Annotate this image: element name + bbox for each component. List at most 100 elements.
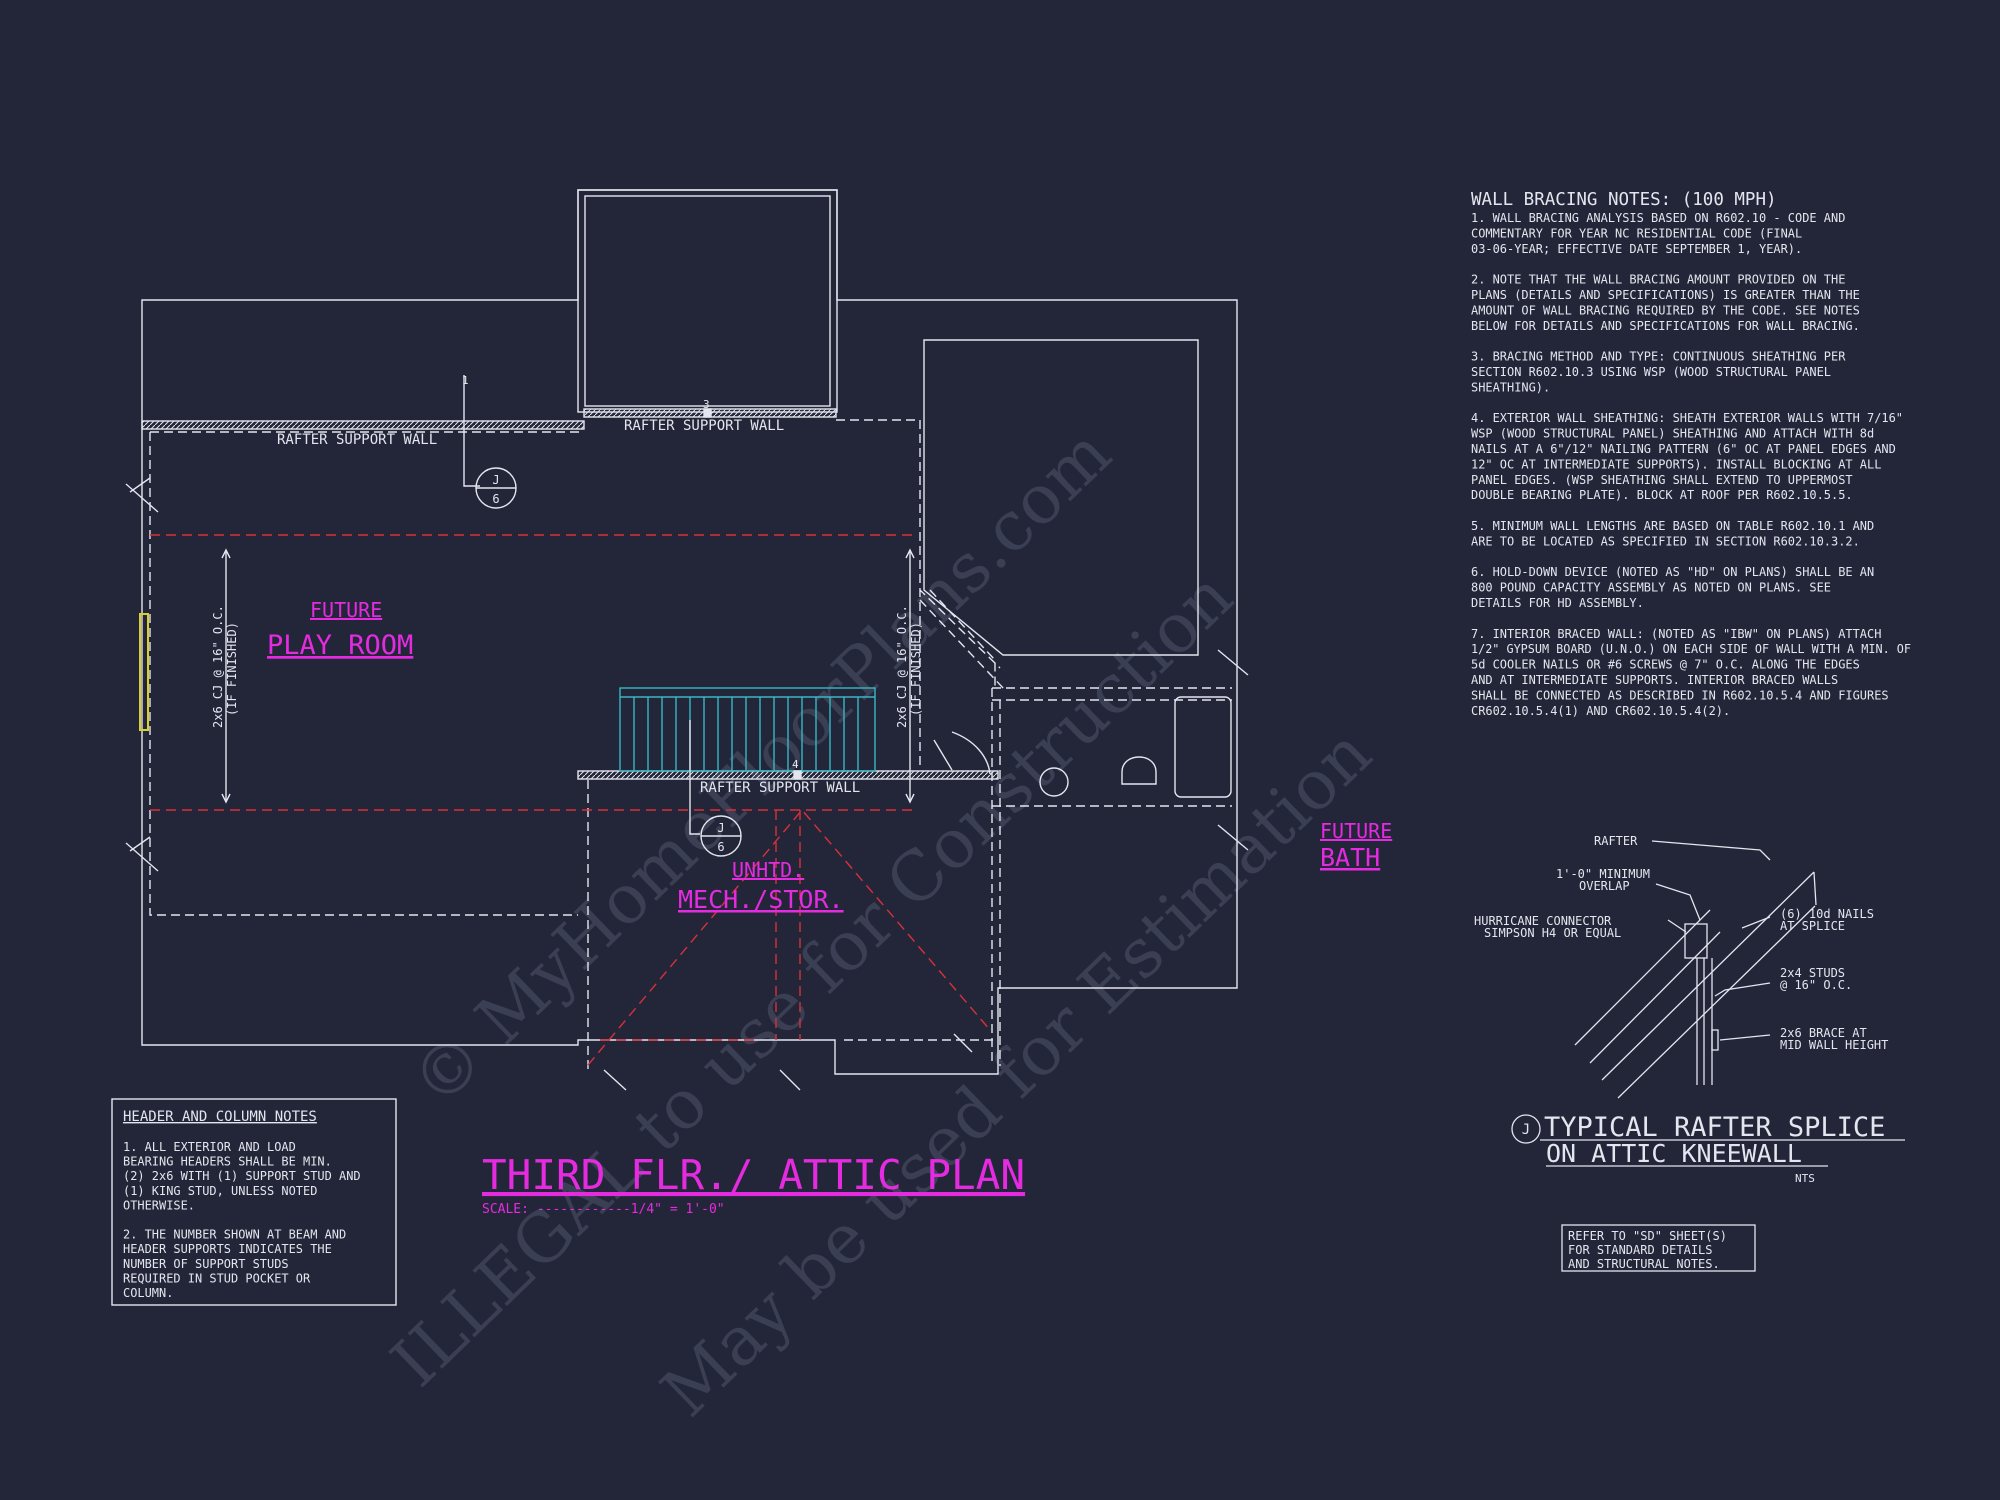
door-swing-icon [933,731,991,775]
note-line: CR602.10.5.4(1) AND CR602.10.5.4(2). [1471,704,1730,718]
callout-leader-a [463,375,480,487]
stud-wall [1696,958,1713,1085]
overlap-label-2: OVERLAP [1579,879,1630,893]
note-line: WSP (WOOD STRUCTURAL PANEL) SHEATHING AN… [1471,427,1874,441]
rafter-wall-mid-label: RAFTER SUPPORT WALL [700,780,860,796]
detail-title-underline [1540,1139,1905,1167]
joist-right-label: 2x6 CJ @ 16" O.C. [895,605,909,728]
note-line: 4. EXTERIOR WALL SHEATHING: SHEATH EXTER… [1471,411,1903,425]
plan-scale: SCALE: ------------1/4" = 1'-0" [482,1202,725,1217]
nails-label-1: (6) 10d NAILS [1780,907,1874,921]
note-line: 7. INTERIOR BRACED WALL: (NOTED AS "IBW"… [1471,627,1881,641]
note-line: 1/2" GYPSUM BOARD (U.N.O.) ON EACH SIDE … [1471,642,1911,656]
nails-label-2: AT SPLICE [1780,919,1845,933]
right-dormer [923,339,1199,656]
detail-title-1: TYPICAL RAFTER SPLICE [1544,1112,1885,1143]
toilet-icon [1121,756,1157,785]
room-labels: FUTURE PLAY ROOM UNHTD. MECH./STOR. FUTU… [267,598,1392,1217]
note-line: PLANS (DETAILS AND SPECIFICATIONS) IS GR… [1471,288,1860,302]
note-line: 6. HOLD-DOWN DEVICE (NOTED AS "HD" ON PL… [1471,565,1874,579]
studs-label-2: @ 16" O.C. [1780,978,1852,992]
refer-line: AND STRUCTURAL NOTES. [1568,1257,1720,1271]
break-marks [125,477,1249,1091]
lavatory-icon [1039,767,1069,797]
joist-left-label: 2x6 CJ @ 16" O.C. [211,605,225,728]
column-marker-3 [703,408,712,418]
joist-left-sublabel: (IF FINISHED) [225,622,239,716]
plan-labels: RAFTER SUPPORT WALL RAFTER SUPPORT WALL … [211,374,923,854]
joist-arrow-right [905,548,915,804]
note-line: BELOW FOR DETAILS AND SPECIFICATIONS FOR… [1471,319,1860,333]
note-line: (2) 2x6 WITH (1) SUPPORT STUD AND [123,1168,361,1183]
note-line: 1. WALL BRACING ANALYSIS BASED ON R602.1… [1471,211,1845,225]
section-b-sheet: 6 [717,840,724,854]
refer-line: REFER TO "SD" SHEET(S) [1568,1229,1727,1243]
ridge-lines [150,534,991,1066]
note-line: 1. ALL EXTERIOR AND LOAD [123,1139,296,1154]
joist-arrow-left [221,548,231,804]
brace-label-1: 2x6 BRACE AT [1780,1026,1867,1040]
dormer-inner [584,195,831,407]
tub-icon [1174,696,1232,798]
note-line: OTHERWISE. [123,1197,195,1212]
detail-title-2: ON ATTIC KNEEWALL [1546,1139,1802,1168]
section-a-sheet: 6 [492,492,499,506]
rafter-lower [1574,909,1721,1064]
rafter-wall-left [141,420,585,430]
note-line: 12" OC AT INTERMEDIATE SUPPORTS). INSTAL… [1471,457,1881,471]
note-line: ARE TO BE LOCATED AS SPECIFIED IN SECTIO… [1471,534,1860,548]
section-b-letter: J [717,821,724,835]
callout-leader-b [689,720,700,835]
mech-line-2: MECH./STOR. [678,885,844,914]
kneewall-dashed [149,419,1232,1074]
watermark: © MyHomeFloorPlans.com ILLEGAL to use fo… [377,414,1387,1432]
joist-right-sublabel: (IF FINISHED) [909,622,923,716]
connector-label-1: HURRICANE CONNECTOR [1474,914,1612,928]
bath-name: BATH [1320,843,1380,872]
overlap-label-1: 1'-0" MINIMUM [1556,867,1650,881]
note-line: AMOUNT OF WALL BRACING REQUIRED BY THE C… [1471,303,1860,317]
rafter-wall-left-label: RAFTER SUPPORT WALL [277,432,437,448]
brace-block [1711,1029,1719,1051]
note-line: SHEATHING). [1471,380,1550,394]
note-line: NUMBER OF SUPPORT STUDS [123,1256,289,1271]
note-line: 800 POUND CAPACITY ASSEMBLY AS NOTED ON … [1471,581,1831,595]
kneewall-dashed-2 [919,589,1006,691]
dormer-outer [577,189,838,413]
refer-note: REFER TO "SD" SHEET(S)FOR STANDARD DETAI… [1568,1229,1727,1271]
note-line: 03-06-YEAR; EFFECTIVE DATE SEPTEMBER 1, … [1471,242,1802,256]
note-line: 5. MINIMUM WALL LENGTHS ARE BASED ON TAB… [1471,519,1874,533]
header-notes-title: HEADER AND COLUMN NOTES [123,1109,317,1125]
note-line: AND AT INTERMEDIATE SUPPORTS. INTERIOR B… [1471,673,1838,687]
note-line: 5d COOLER NAILS OR #6 SCREWS @ 7" O.C. A… [1471,658,1860,672]
column-marker-4 [793,770,802,780]
connector-label-2: SIMPSON H4 OR EQUAL [1484,926,1621,940]
note-line: REQUIRED IN STUD POCKET OR [123,1270,311,1285]
detail-bubble [1511,1114,1541,1144]
rafter-splice-text: RAFTER 1'-0" MINIMUM OVERLAP HURRICANE C… [1474,834,1888,1271]
refer-box [1561,1224,1756,1272]
splice-plate [1684,923,1708,959]
note-line: COMMENTARY FOR YEAR NC RESIDENTIAL CODE … [1471,226,1802,240]
rafter-wall-mid [577,770,999,780]
studs-label-1: 2x4 STUDS [1780,966,1845,980]
note-line: COLUMN. [123,1285,173,1300]
note-line: PANEL EDGES. (WSP SHEATHING SHALL EXTEND… [1471,473,1853,487]
header-notes-frame [111,1098,397,1306]
callout-1: 1 [462,374,469,387]
note-line: BEARING HEADERS SHALL BE MIN. [123,1154,332,1169]
rafter-member [1601,871,1817,1099]
header-notes-panel: HEADER AND COLUMN NOTES 1. ALL EXTERIOR … [111,1098,397,1306]
note-line: 2. THE NUMBER SHOWN AT BEAM AND [123,1227,346,1242]
note-line: 2. NOTE THAT THE WALL BRACING AMOUNT PRO… [1471,273,1845,287]
note-line: HEADER SUPPORTS INDICATES THE [123,1241,332,1256]
stairs [619,687,876,772]
play-room-name: PLAY ROOM [267,630,413,661]
note-line: SHALL BE CONNECTED AS DESCRIBED IN R602.… [1471,688,1889,702]
detail-leaders [1651,840,1771,1041]
note-line: DETAILS FOR HD ASSEMBLY. [1471,596,1644,610]
refer-line: FOR STANDARD DETAILS [1568,1243,1713,1257]
wall-bracing-body: 1. WALL BRACING ANALYSIS BASED ON R602.1… [1471,211,1911,718]
plan-title: THIRD FLR./ ATTIC PLAN [482,1151,1025,1199]
